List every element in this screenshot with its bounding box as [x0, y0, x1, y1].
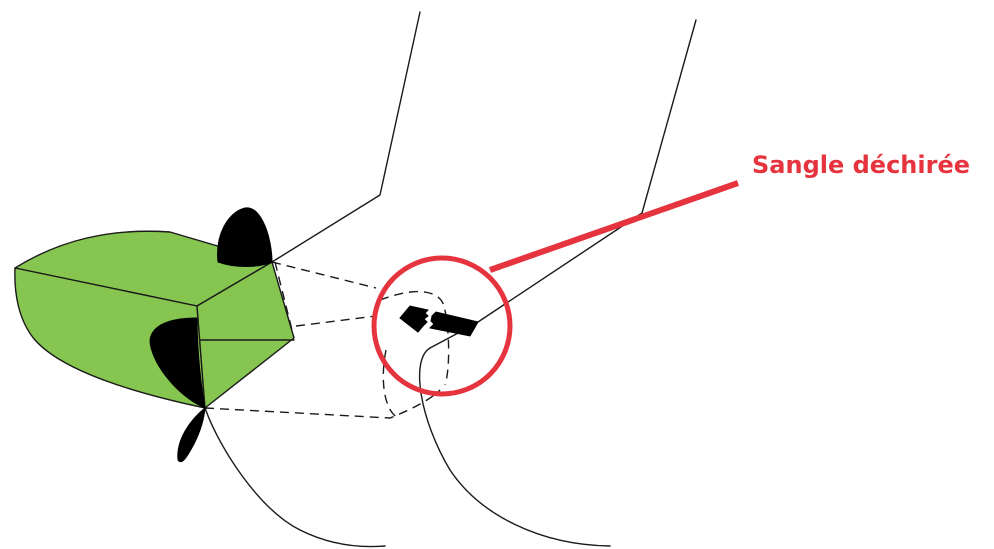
motor-pod	[14, 230, 295, 409]
callout-indicator	[371, 180, 739, 397]
propeller-blade-left	[149, 317, 206, 409]
strap-piece-left	[399, 305, 429, 333]
callout-label: Sangle déchirée	[752, 151, 970, 179]
callout-leader-line	[489, 180, 739, 273]
strap-piece-right	[428, 311, 479, 337]
pod-body	[14, 230, 273, 307]
torn-strap	[399, 305, 479, 337]
callout-circle	[371, 255, 513, 397]
hull-outline	[204, 11, 697, 548]
propeller-blade-top	[217, 207, 273, 267]
propeller-blade-bottom	[177, 406, 206, 463]
pod-side	[14, 267, 206, 409]
pod-front	[196, 261, 295, 409]
propeller	[149, 207, 273, 463]
